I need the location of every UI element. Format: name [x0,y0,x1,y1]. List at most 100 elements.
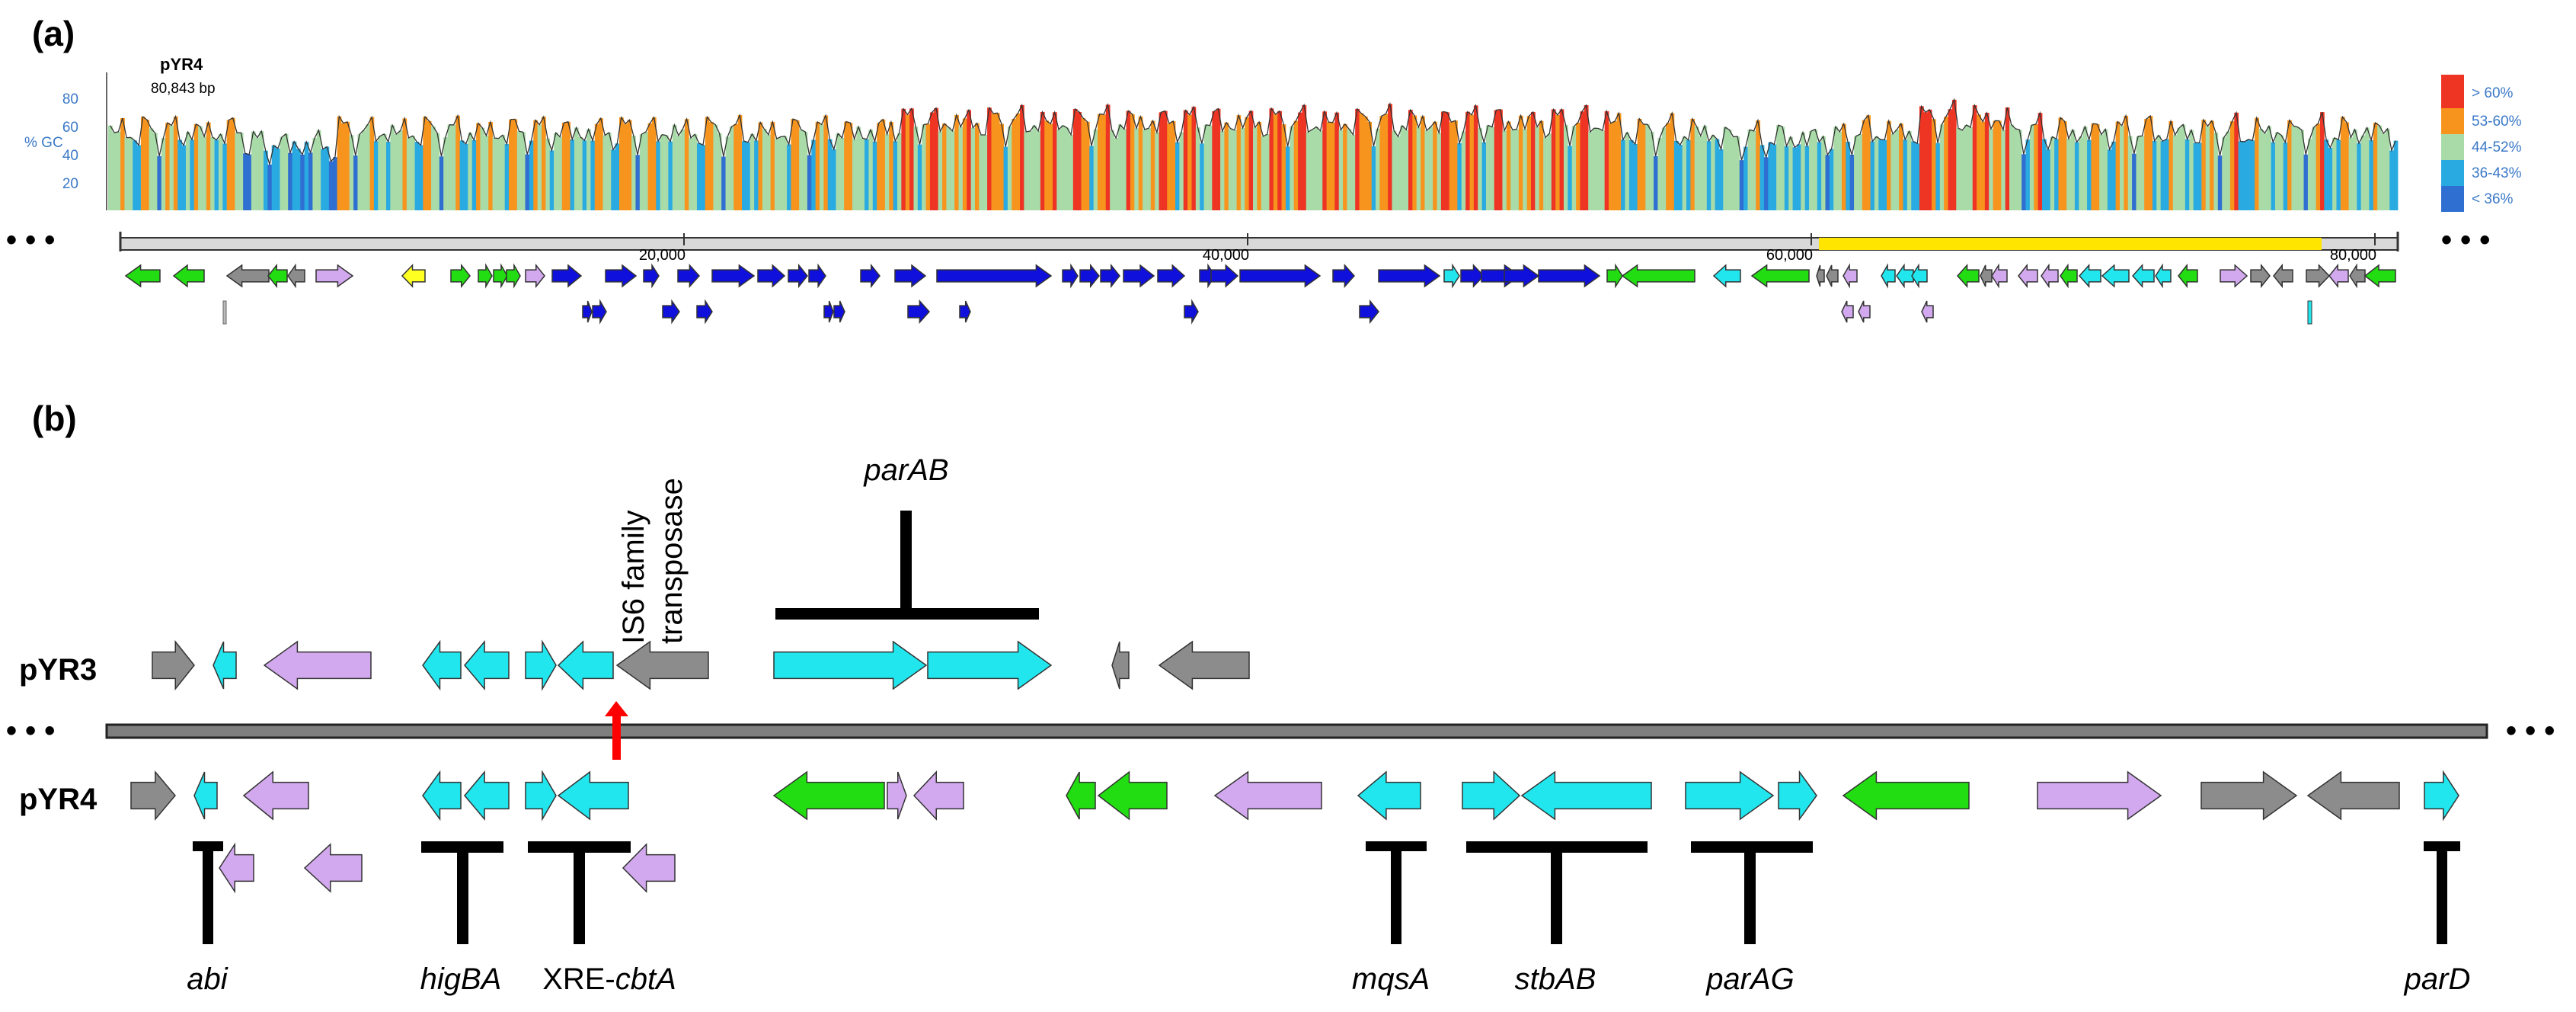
gc-bar [1813,129,1818,210]
gc-bar [468,133,473,210]
pyr3-gene-arrow [1111,641,1130,690]
gc-bar [2066,138,2071,210]
gc-bar [1232,130,1237,210]
gc-bar [2070,130,2076,210]
gc-bar [1559,109,1564,210]
gc-bar [1130,114,1135,210]
gc-bar [337,116,342,210]
map-gene-arrow [860,263,881,289]
pyr4-gene-arrow [622,843,676,893]
gc-bar [1404,130,1409,210]
gc-bar [766,134,771,210]
map-gene-arrow [1956,264,1980,288]
mqsa-bracket [1366,841,1427,944]
gc-bar [1036,130,1041,210]
gc-bar [1085,121,1090,210]
gc-bar [1200,143,1204,210]
gc-bar [983,134,988,210]
gc-bar [340,123,346,210]
gc-bar [1951,99,1957,210]
gc-bar [124,137,129,210]
ellipsis-right-a: • • • [2441,223,2490,257]
row-label-pyr3: pYR3 [19,653,97,687]
map-gene-arrow [2307,300,2312,325]
map-gene-arrow [1184,299,1199,325]
legend-label-44-52: 44-52% [2472,139,2522,155]
y-axis-label: % GC [24,135,63,151]
gc-bar [929,112,935,210]
map-gene-arrow [1332,264,1356,288]
gc-bar [1506,121,1511,210]
gc-bar [1682,136,1687,210]
gc-bar [2189,130,2194,210]
gc-bar [558,136,563,210]
gc-bar [1220,131,1225,210]
gc-bar [962,118,967,210]
gc-bar [1956,128,1961,210]
pyr4-gene-arrow [1357,770,1421,821]
gc-bar [1628,139,1634,210]
gc-bar [1539,120,1544,210]
gc-bar [2217,155,2223,210]
gc-bar [570,139,575,210]
gc-bar [2197,143,2202,210]
gc-bar [2242,141,2247,210]
gc-bar [1829,149,1834,210]
gc-bar [1440,111,1446,210]
map-gene-arrow [267,263,288,289]
gc-bar [1780,126,1785,210]
gc-bar [1048,123,1053,210]
pyr4-gene-arrow [1066,771,1096,820]
pyr4-gene-arrow [557,770,629,821]
gc-bar [2172,135,2178,210]
gc-bar [361,130,366,210]
gc-bar [1906,131,1912,210]
gc-bar [1224,122,1229,210]
gc-bar [1421,116,1425,210]
gc-bar [1673,140,1679,210]
gc-bar [120,118,125,210]
is6-label-line1: IS6 family [617,510,650,644]
map-gene-arrow [222,300,227,325]
gc-bar [1490,126,1495,210]
gc-bar [476,123,481,210]
gc-bar [1555,114,1560,210]
gc-bar [1666,123,1670,210]
gc-bar [2332,137,2337,210]
gc-bar [2165,139,2169,210]
gc-bar [815,121,820,210]
parab-bracket [775,511,1039,620]
gc-bar [995,113,1000,210]
gc-bar [177,139,183,210]
gc-bar [2107,149,2112,210]
gc-bar [1649,131,1654,210]
y-tick-40: 40 [62,148,78,164]
pyr4-gene-arrow [887,771,907,820]
gc-bar [2393,140,2399,210]
gc-outline [110,98,2396,165]
gc-bar [1437,133,1442,210]
gc-bar [1302,104,1307,210]
gc-bar [749,133,755,210]
gc-bar [1494,110,1499,210]
gc-bar [1989,129,1993,210]
gc-bar [938,131,943,210]
map-gene-arrow [1079,263,1100,289]
gc-bar [1469,114,1475,210]
map-gene-arrow [172,264,205,288]
gc-bar [394,133,399,210]
gc-bar [877,123,881,210]
ruler-label-40000: 40,000 [1203,247,1249,264]
gc-bar [1134,128,1139,210]
gc-bar [1216,108,1221,210]
gc-bar [333,157,337,210]
gc-bar [770,121,775,210]
gc-bar [656,141,661,210]
gc-bar [545,138,551,210]
gc-bar [2111,141,2117,210]
pyr4-gene-arrow [193,771,218,820]
map-gene-arrow [1443,263,1460,289]
map-gene-arrow [450,263,471,289]
map-gene-arrow [478,263,493,289]
gc-bar [1568,146,1573,210]
